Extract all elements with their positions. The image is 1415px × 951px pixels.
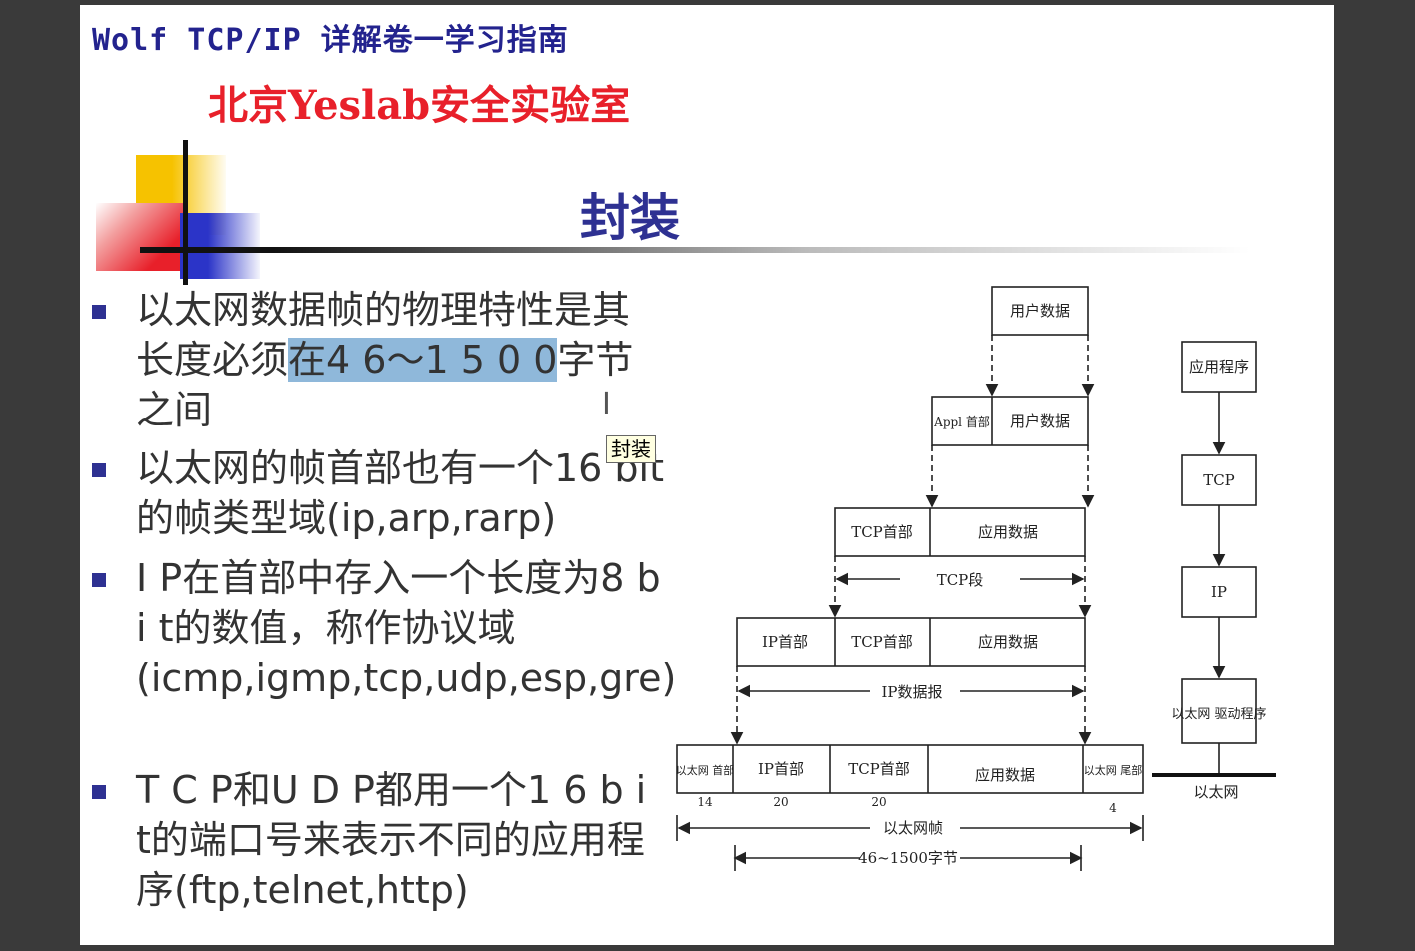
label-4: 4 (1109, 801, 1117, 815)
ip-row (736, 617, 1086, 667)
header-title: Wolf TCP/IP 详解卷一学习指南 (92, 23, 569, 58)
bullet-text-1-before: 以太网数据帧的物理特性是其长度必须 (136, 288, 631, 382)
slide: Wolf TCP/IP 详解卷一学习指南 北京Yeslab安全实验室 封装 以太… (80, 5, 1334, 945)
lab-name: 北京Yeslab安全实验室 (208, 82, 631, 129)
label-user-data-2: 用户数据 (1010, 412, 1070, 430)
bullet-text-1-after: 字节之间 (136, 338, 634, 432)
decor-blue-square (180, 213, 260, 279)
label-ip-header-2: IP首部 (758, 760, 804, 778)
label-stack-tcp: TCP (1203, 471, 1235, 489)
label-tcp-segment: TCP段 (937, 571, 984, 589)
text-cursor-icon: I (602, 387, 611, 422)
user-data-box (991, 286, 1089, 336)
label-eth-frame: 以太网帧 (883, 819, 943, 837)
label-20b: 20 (871, 795, 886, 809)
label-stack-driver: 以太网 驱动程序 (1171, 707, 1266, 722)
bullet-marker (92, 305, 106, 319)
label-frame-size: 46~1500字节 (858, 849, 958, 867)
slide-title: 封装 (580, 189, 680, 247)
bullet-text-1[interactable]: 以太网数据帧的物理特性是其长度必须在4 6～1 5 0 0字节之间 (136, 285, 666, 435)
label-tcp-header: TCP首部 (851, 523, 913, 541)
bullet-marker (92, 463, 106, 477)
bullet-marker (92, 573, 106, 587)
label-app-data-3: 应用数据 (975, 766, 1035, 784)
label-app-data-2: 应用数据 (978, 633, 1038, 651)
label-user-data: 用户数据 (1010, 302, 1070, 320)
label-tcp-header-3: TCP首部 (848, 760, 910, 778)
tooltip: 封装 (606, 435, 656, 463)
label-ip-header: IP首部 (762, 633, 808, 651)
label-stack-ip: IP (1211, 583, 1227, 601)
bullet-text-2[interactable]: 以太网的帧首部也有一个16 bit的帧类型域(ip,arp,rarp) (136, 446, 665, 540)
label-tcp-header-2: TCP首部 (851, 633, 913, 651)
label-stack-app: 应用程序 (1189, 358, 1249, 376)
decor-vertical-line (183, 140, 188, 285)
label-ethernet: 以太网 (1193, 783, 1238, 801)
decor-red-square (96, 203, 186, 271)
bullet-text-4[interactable]: T C P和U D P都用一个1 6 b i t的端口号来表示不同的应用程序(f… (136, 768, 647, 912)
tcp-row (834, 507, 1086, 557)
label-app-data: 应用数据 (978, 523, 1038, 541)
appl-row (931, 396, 1089, 446)
ethernet-frame-row (676, 744, 1144, 794)
label-20a: 20 (773, 795, 788, 809)
bullet-marker (92, 785, 106, 799)
selected-text[interactable]: 在4 6～1 5 0 0 (288, 338, 558, 382)
label-eth-header: 以太网 首部 (676, 763, 735, 777)
title-underline (140, 247, 1250, 253)
label-ip-datagram: IP数据报 (881, 683, 942, 701)
label-eth-trailer: 以太网 尾部 (1084, 763, 1143, 777)
label-14: 14 (697, 795, 713, 809)
label-appl-header: Appl 首部 (933, 414, 990, 429)
bullet-text-3[interactable]: I P在首部中存入一个长度为8 b i t的数值，称作协议域(icmp,igmp… (136, 556, 677, 700)
encapsulation-diagram: 用户数据 Appl 首部 用户数据 TCP首部 应用数据 TCP段 IP首部 T… (676, 286, 1276, 871)
